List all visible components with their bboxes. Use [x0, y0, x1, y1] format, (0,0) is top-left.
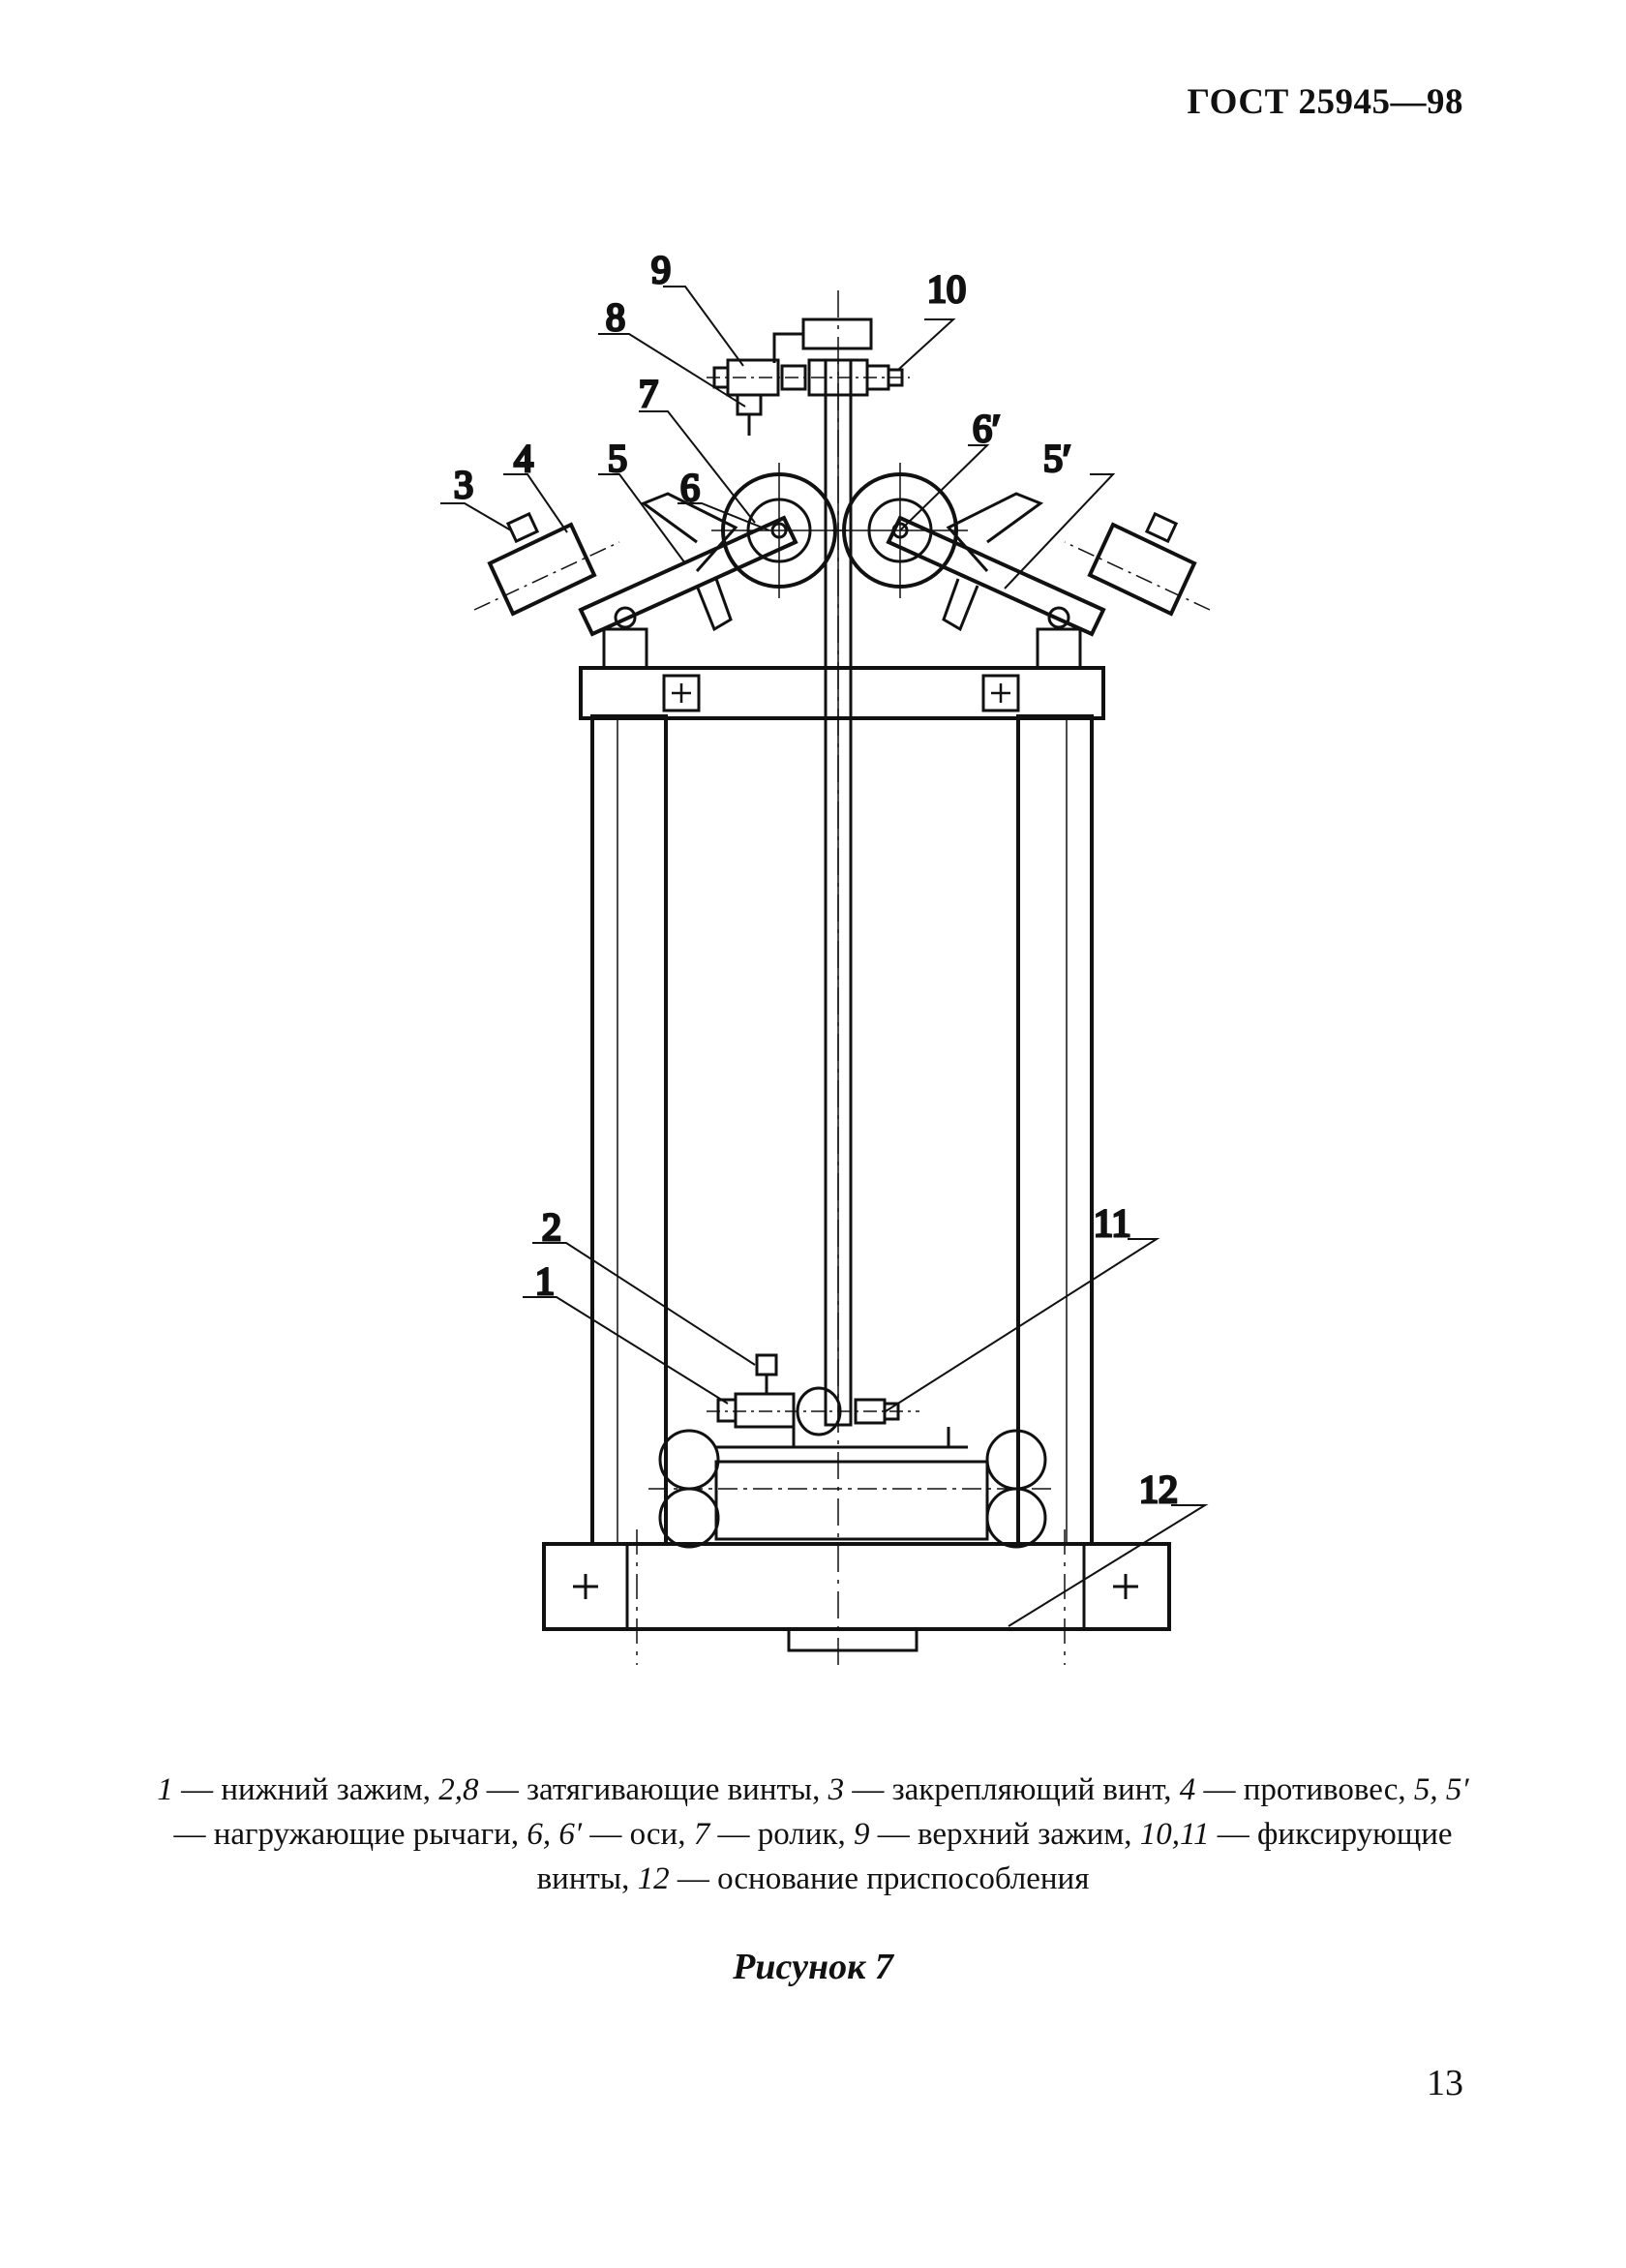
base-plate [542, 1529, 1171, 1665]
callout-8: 8 [606, 295, 625, 339]
base-guide-rollers [648, 1429, 1055, 1549]
callout-2: 2 [542, 1205, 561, 1249]
lower-clamp [707, 1353, 950, 1449]
callout-1: 1 [535, 1259, 555, 1303]
lever-left [578, 492, 798, 637]
figure-caption: 1 — нижний зажим, 2,8 — затягивающие вин… [157, 1772, 1469, 1896]
test-sample [824, 358, 853, 1427]
callout-5-prime: 5′ [1043, 437, 1071, 480]
callout-10: 10 [927, 267, 966, 311]
top-crossbar [579, 666, 1105, 720]
callout-11: 11 [1094, 1201, 1131, 1245]
technical-drawing: 1 2 3 4 5 5′ 6 6′ 7 8 9 10 11 12 [440, 247, 1211, 1665]
callout-4: 4 [514, 437, 533, 480]
callout-9: 9 [651, 248, 671, 291]
page-number: 13 [1427, 2063, 1463, 2103]
document-header: ГОСТ 25945—98 [1187, 82, 1463, 122]
figure-title: Рисунок 7 [733, 1947, 893, 1987]
callout-3: 3 [454, 463, 473, 506]
callout-6: 6 [680, 466, 700, 509]
callout-7: 7 [639, 372, 658, 415]
pivot-supports [602, 606, 1082, 670]
callout-12: 12 [1139, 1467, 1178, 1511]
leader-lines [440, 286, 1209, 1627]
counterweight-left [473, 511, 620, 617]
lever-right [886, 492, 1106, 637]
left-column [590, 714, 668, 1546]
right-column [1016, 714, 1094, 1546]
callout-6-prime: 6′ [973, 407, 1001, 450]
upper-clamp [707, 318, 910, 436]
callout-5: 5 [608, 437, 627, 480]
counterweight-right [1064, 511, 1211, 617]
